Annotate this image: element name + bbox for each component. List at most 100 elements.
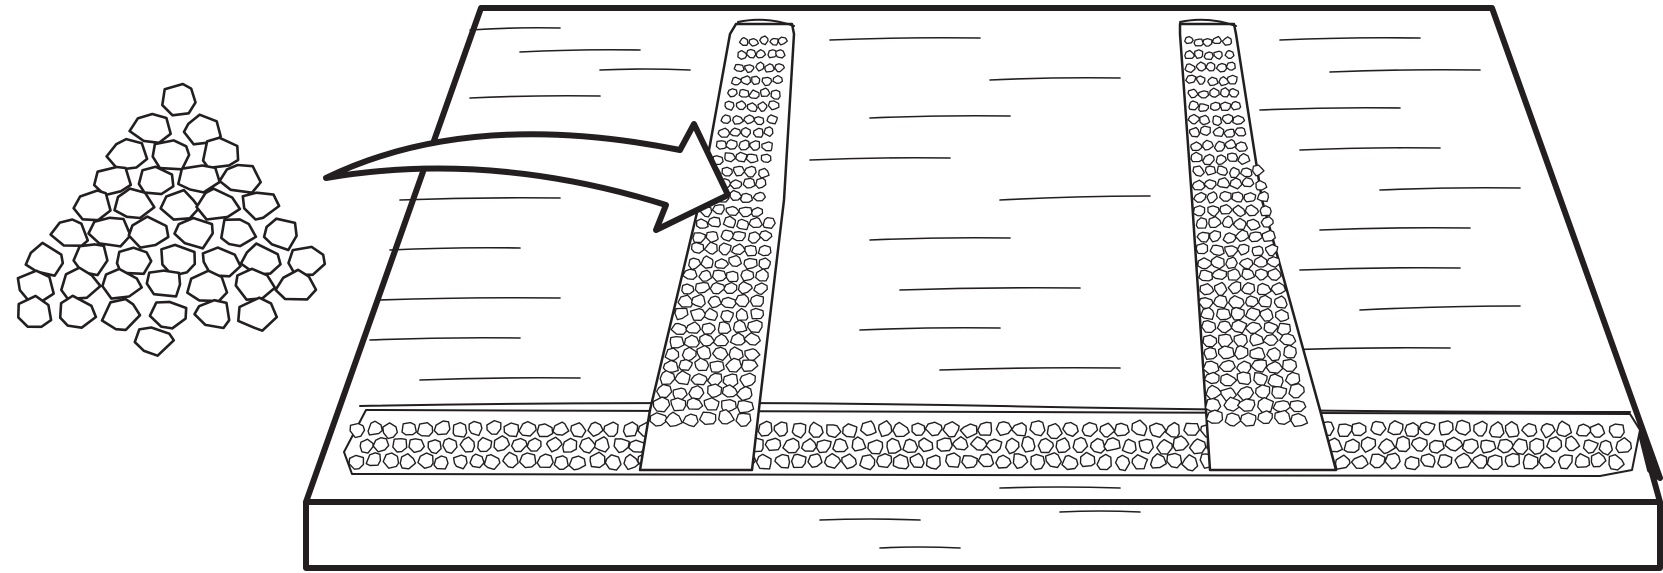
gravel-stone bbox=[1193, 206, 1204, 216]
gravel-stone bbox=[843, 424, 857, 437]
gravel-stone bbox=[767, 115, 777, 124]
gravel-stone bbox=[1456, 420, 1471, 435]
gravel-stone bbox=[1211, 102, 1221, 110]
gravel-stone bbox=[716, 141, 727, 149]
gravel-stone bbox=[702, 323, 715, 334]
pile-stone bbox=[238, 298, 276, 331]
ground-slab bbox=[306, 8, 1660, 568]
gravel-stone bbox=[1547, 437, 1562, 452]
pile-stone bbox=[162, 84, 195, 115]
gravel-stone bbox=[722, 167, 732, 176]
gravel-stone bbox=[697, 346, 711, 360]
gravel-stone bbox=[1205, 166, 1215, 175]
gravel-stone bbox=[1220, 192, 1231, 202]
gravel-stone bbox=[903, 439, 918, 452]
gravel-stone bbox=[726, 271, 738, 281]
gravel-stone bbox=[417, 423, 432, 436]
gravel-stone bbox=[752, 76, 760, 84]
gravel-stone bbox=[776, 50, 785, 58]
pile-stone bbox=[221, 219, 256, 246]
pile-stone bbox=[203, 138, 238, 168]
gravel-stone bbox=[1219, 346, 1235, 359]
gravel-stone bbox=[1031, 454, 1045, 469]
gravel-stone bbox=[1275, 411, 1291, 425]
gravel-stone bbox=[762, 77, 772, 85]
gravel-stone bbox=[736, 152, 747, 162]
gravel-stone bbox=[1246, 296, 1259, 307]
gravel-stone bbox=[912, 423, 925, 435]
gravel-stone bbox=[708, 384, 722, 397]
gravel-stone bbox=[1252, 246, 1263, 255]
gravel-stone bbox=[1290, 401, 1306, 412]
gravel-stone bbox=[726, 140, 737, 149]
gravel-stone bbox=[1203, 39, 1212, 47]
gravel-stone bbox=[745, 246, 757, 256]
gravel-stone bbox=[1198, 91, 1208, 98]
pile-stone bbox=[107, 139, 148, 170]
gravel-stone bbox=[758, 245, 771, 255]
pile-stone bbox=[195, 300, 230, 328]
pile-stone bbox=[220, 165, 261, 193]
gravel-stone bbox=[470, 454, 484, 468]
gravel-stone bbox=[1213, 116, 1222, 126]
gravel-stone bbox=[1204, 52, 1213, 60]
pile-stone bbox=[161, 190, 200, 220]
gravel-stone bbox=[749, 39, 758, 47]
pile-stone bbox=[89, 218, 131, 247]
gravel-stone bbox=[1204, 348, 1217, 360]
pile-stone bbox=[129, 217, 169, 248]
gravel-stone bbox=[737, 401, 753, 413]
gravel-stone bbox=[771, 90, 780, 99]
gravel-stone bbox=[1250, 348, 1265, 360]
gravel-stone bbox=[1231, 307, 1244, 320]
gravel-stone bbox=[1242, 269, 1255, 280]
gravel-stone bbox=[732, 232, 745, 241]
pile-stone bbox=[130, 114, 171, 143]
gravel-stone bbox=[1231, 102, 1241, 110]
gravel-stone bbox=[504, 423, 518, 437]
gravel-stone bbox=[692, 243, 704, 254]
gravel-stone bbox=[1259, 295, 1272, 307]
gravel-stone bbox=[734, 65, 744, 72]
gravel-stone bbox=[860, 455, 875, 470]
gravel-stone bbox=[1199, 104, 1209, 112]
gravel-stone bbox=[750, 295, 763, 306]
pile-stone bbox=[264, 219, 297, 250]
gravel-stone bbox=[1226, 257, 1238, 268]
gravel-stone bbox=[1184, 423, 1200, 435]
pile-stone bbox=[135, 328, 174, 356]
gravel-stone bbox=[682, 284, 694, 294]
gravel-stone bbox=[1242, 178, 1254, 187]
gravel-stone bbox=[763, 218, 775, 229]
gravel-stone bbox=[453, 423, 466, 438]
gravel-stone bbox=[962, 456, 978, 468]
gravel-stone bbox=[1203, 335, 1217, 347]
gravel-stone bbox=[761, 154, 770, 162]
pile-stone bbox=[139, 167, 173, 194]
gravel-stone bbox=[725, 101, 734, 110]
gravel-stone bbox=[1022, 437, 1035, 453]
pile-stone bbox=[153, 140, 189, 169]
gravel-stone bbox=[1505, 454, 1519, 467]
gravel-stone bbox=[1227, 75, 1237, 84]
pile-stone bbox=[51, 220, 88, 246]
gravel-stone bbox=[728, 89, 737, 97]
gravel-stone bbox=[1283, 359, 1297, 371]
gravel-stone bbox=[1139, 439, 1153, 453]
horizontal-trench bbox=[344, 403, 1640, 476]
pile-stone bbox=[18, 296, 51, 327]
gravel-stone bbox=[792, 454, 806, 467]
gravel-stone bbox=[1530, 438, 1544, 454]
gravel-stone bbox=[708, 217, 721, 227]
gravel-stone bbox=[1228, 153, 1238, 161]
pile-stone bbox=[60, 296, 96, 328]
pile-stone bbox=[150, 302, 186, 329]
gravel-stone bbox=[1223, 233, 1236, 244]
gravel-stone bbox=[1201, 308, 1214, 320]
gravel-stone bbox=[428, 440, 441, 454]
gravel-stone bbox=[937, 438, 952, 451]
slab-front-face bbox=[306, 502, 1660, 568]
gravel-stone bbox=[1196, 243, 1207, 253]
gravel-stone bbox=[1225, 51, 1234, 59]
